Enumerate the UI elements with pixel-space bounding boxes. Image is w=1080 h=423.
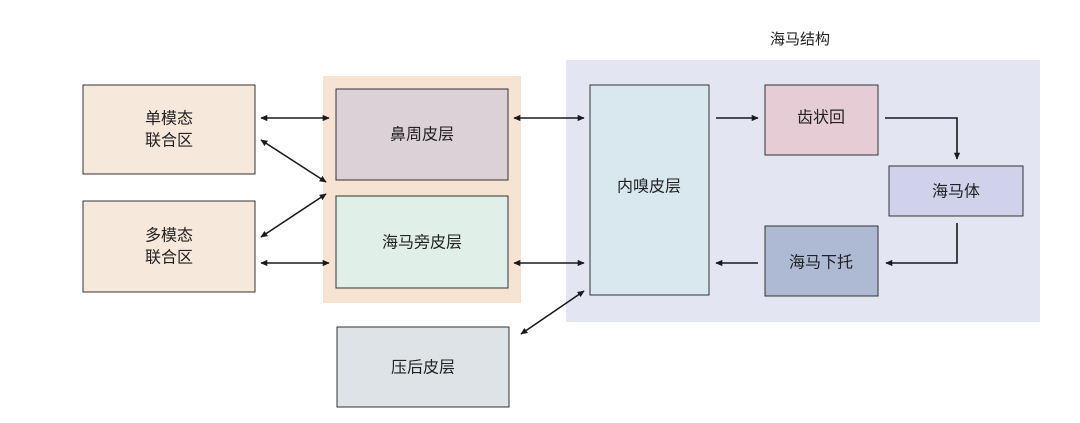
multimodal-association-node: 多模态 联合区 xyxy=(82,200,256,293)
postrhinal-cortex-node: 压后皮层 xyxy=(336,326,510,408)
unimodal-association-node: 单模态 联合区 xyxy=(82,84,256,175)
multimodal-association-label-line1: 多模态 xyxy=(145,226,193,245)
postrhinal-cortex-label: 压后皮层 xyxy=(391,358,455,377)
hippocampal-formation-label: 海马结构 xyxy=(770,30,830,48)
parahippocampal-cortex-node: 海马旁皮层 xyxy=(335,195,509,289)
multimodal-association-label-line2: 联合区 xyxy=(145,248,193,267)
unimodal-association-label-line1: 单模态 xyxy=(145,109,193,128)
edge-postrhinal-entorhinal xyxy=(520,290,585,335)
edge-unimodal-parahippocampal xyxy=(260,139,327,183)
entorhinal-cortex-node: 内嗅皮层 xyxy=(589,84,710,296)
perirhinal-cortex-node: 鼻周皮层 xyxy=(335,88,509,181)
hippocampus-proper-node: 海马体 xyxy=(888,165,1024,217)
edge-multimodal-perirhinal xyxy=(260,193,327,238)
unimodal-association-label-line2: 联合区 xyxy=(145,131,193,150)
subiculum-node: 海马下托 xyxy=(764,225,879,297)
entorhinal-cortex-label: 内嗅皮层 xyxy=(617,177,681,196)
edge-hippocampus-subiculum xyxy=(885,223,958,267)
dentate-gyrus-label: 齿状回 xyxy=(797,108,845,127)
hippocampus-proper-label: 海马体 xyxy=(932,182,980,201)
edge-dentate-hippocampus xyxy=(885,117,961,160)
subiculum-label: 海马下托 xyxy=(789,253,853,272)
dentate-gyrus-node: 齿状回 xyxy=(764,84,879,156)
parahippocampal-cortex-label: 海马旁皮层 xyxy=(382,233,462,252)
perirhinal-cortex-label: 鼻周皮层 xyxy=(390,125,454,144)
